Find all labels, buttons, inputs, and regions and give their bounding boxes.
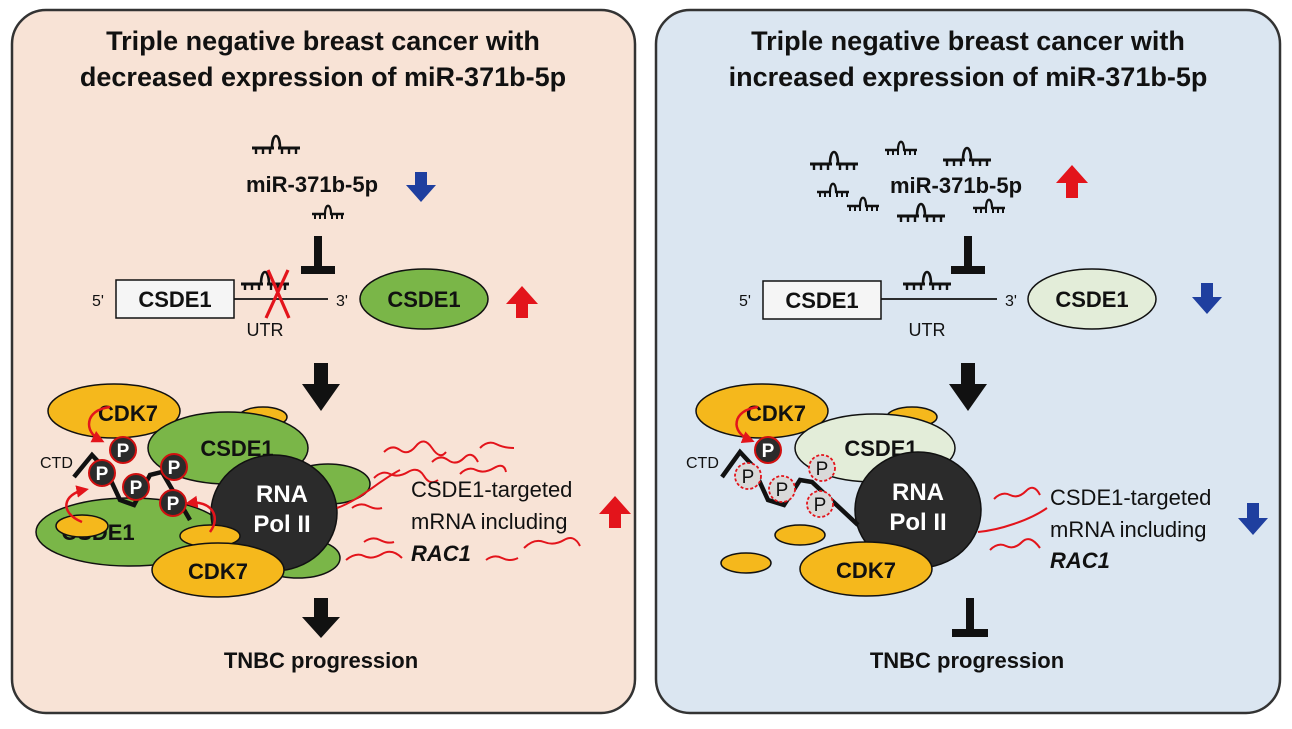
right-mrna-gene: RAC1 bbox=[1050, 548, 1110, 573]
left-three-prime: 3' bbox=[336, 293, 348, 310]
cdk7-small bbox=[774, 524, 826, 546]
cdk7-label: CDK7 bbox=[98, 401, 158, 426]
left-mrna-transcripts bbox=[336, 440, 581, 561]
ctd-label: CTD bbox=[686, 455, 719, 472]
right-utr-label: UTR bbox=[909, 320, 946, 340]
cdk7-protein bbox=[151, 542, 285, 598]
left-promote-arrow-icon bbox=[302, 598, 340, 638]
right-protein-label: CSDE1 bbox=[1055, 287, 1128, 312]
cdk7-small bbox=[55, 514, 109, 538]
svg-text:P: P bbox=[167, 494, 180, 515]
left-mrna-up-arrow-icon bbox=[599, 496, 631, 528]
right-gene-box bbox=[762, 280, 882, 320]
svg-text:P: P bbox=[130, 478, 143, 499]
right-title-line2: increased expression of miR-371b-5p bbox=[729, 62, 1208, 92]
cdk7-protein bbox=[799, 541, 933, 597]
svg-text:P: P bbox=[168, 458, 181, 479]
cdk7-protein bbox=[47, 383, 181, 439]
left-protein-label: CSDE1 bbox=[387, 287, 460, 312]
svg-text:P: P bbox=[816, 459, 829, 480]
phosphorylation-arrow bbox=[65, 485, 89, 524]
phosphorylation-arrow bbox=[87, 405, 111, 443]
right-panel: Triple negative breast cancer with incre… bbox=[654, 8, 1282, 715]
right-five-prime: 5' bbox=[739, 293, 751, 310]
phospho-groups: P P P P P bbox=[88, 436, 188, 517]
left-mrna-line1: CSDE1-targeted bbox=[411, 477, 572, 502]
right-protein-down-arrow-icon bbox=[1192, 283, 1222, 314]
left-title-line1: Triple negative breast cancer with bbox=[106, 26, 540, 56]
right-mirna-label: miR-371b-5p bbox=[890, 173, 1022, 198]
blocked-binding-x-icon bbox=[264, 269, 291, 319]
cdk7-small bbox=[720, 552, 772, 574]
left-outcome: TNBC progression bbox=[224, 648, 418, 673]
phospho-groups: P P P P P bbox=[734, 436, 836, 518]
right-three-prime: 3' bbox=[1005, 293, 1017, 310]
phosphorylation-arrow bbox=[735, 405, 759, 444]
right-inhibit-outcome-icon bbox=[952, 598, 988, 637]
right-gene-label: CSDE1 bbox=[785, 288, 858, 313]
rna-pol-label: RNA bbox=[256, 481, 308, 508]
right-inhibition-icon bbox=[951, 236, 985, 274]
cdk7-label: CDK7 bbox=[836, 558, 896, 583]
svg-text:P: P bbox=[762, 441, 775, 462]
left-title-line2: decreased expression of miR-371b-5p bbox=[80, 62, 566, 92]
left-mirna-label: miR-371b-5p bbox=[246, 172, 378, 197]
left-panel: Triple negative breast cancer with decre… bbox=[10, 8, 637, 715]
left-gene-label: CSDE1 bbox=[138, 287, 211, 312]
left-protein-up-arrow-icon bbox=[506, 286, 538, 318]
left-mrna-line2: mRNA including bbox=[411, 509, 568, 534]
left-csde1-protein bbox=[359, 268, 489, 330]
rna-pol-label: Pol II bbox=[889, 509, 946, 536]
svg-text:P: P bbox=[742, 467, 755, 488]
svg-text:P: P bbox=[814, 495, 827, 516]
left-transcription-complex: CDK7 CSDE1 RNA Pol II CSDE1 CDK7 CTD bbox=[35, 383, 371, 598]
svg-text:P: P bbox=[117, 441, 130, 462]
cdk7-label: CDK7 bbox=[746, 401, 806, 426]
ctd-tail bbox=[720, 448, 860, 527]
right-mrna-line1: CSDE1-targeted bbox=[1050, 485, 1211, 510]
left-five-prime: 5' bbox=[92, 293, 104, 310]
left-down-arrow-icon bbox=[302, 363, 340, 411]
right-mrna-transcripts bbox=[977, 486, 1048, 551]
left-mrna-gene: RAC1 bbox=[411, 541, 471, 566]
left-mirna-down-arrow-icon bbox=[406, 172, 436, 202]
rna-pol-label: RNA bbox=[892, 479, 944, 506]
right-mrna-down-arrow-icon bbox=[1238, 503, 1268, 535]
ctd-label: CTD bbox=[40, 455, 73, 472]
left-utr-label: UTR bbox=[247, 320, 284, 340]
ctd-tail bbox=[72, 451, 192, 522]
svg-text:P: P bbox=[96, 464, 109, 485]
right-csde1-protein bbox=[1027, 268, 1157, 330]
left-inhibition-icon bbox=[301, 236, 335, 274]
left-gene-box bbox=[115, 279, 235, 319]
cdk7-label: CDK7 bbox=[188, 559, 248, 584]
svg-text:P: P bbox=[776, 480, 789, 501]
right-down-arrow-icon bbox=[949, 363, 987, 411]
right-title-line1: Triple negative breast cancer with bbox=[751, 26, 1185, 56]
rna-pol-label: Pol II bbox=[253, 511, 310, 538]
right-outcome: TNBC progression bbox=[870, 648, 1064, 673]
right-transcription-complex: CDK7 CSDE1 RNA Pol II CDK7 CTD P P P bbox=[686, 383, 982, 597]
phosphorylation-arrow bbox=[185, 495, 216, 533]
right-mrna-line2: mRNA including bbox=[1050, 517, 1207, 542]
right-mirna-up-arrow-icon bbox=[1056, 165, 1088, 198]
